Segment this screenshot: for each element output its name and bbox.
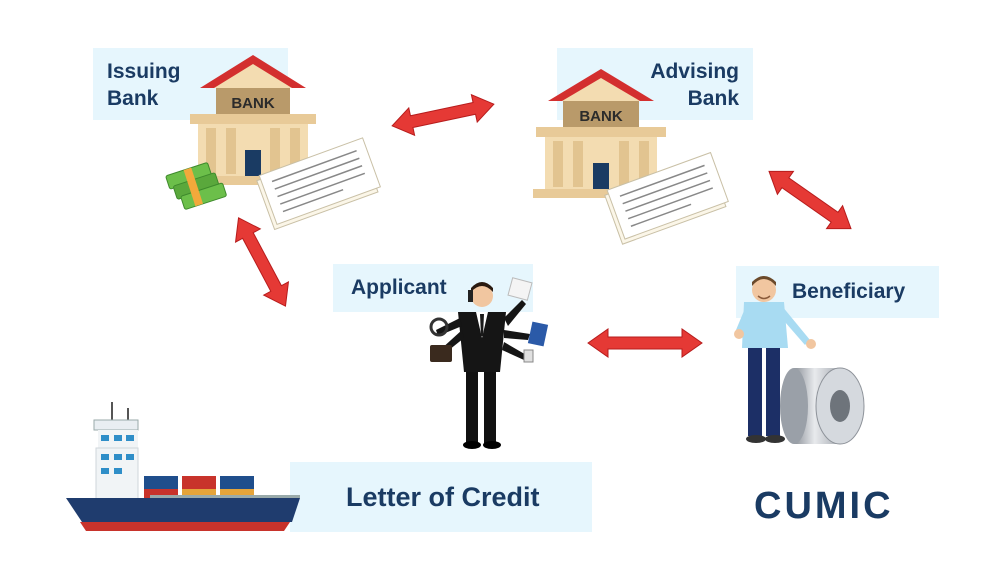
advising-bank-label-line2: Bank xyxy=(687,87,739,110)
advising-bank-icon: BANK xyxy=(533,69,729,245)
arrow-issuing-applicant xyxy=(234,217,290,307)
advising-bank-label-line1: Advising xyxy=(650,60,739,83)
beneficiary-person-icon xyxy=(734,276,816,443)
cumic-logo-text: CUMIC xyxy=(754,485,894,526)
issuing-bank-sign: BANK xyxy=(231,95,274,112)
title-text: Letter of Credit xyxy=(346,482,540,512)
advising-bank-label: Advising Bank xyxy=(557,48,753,120)
issuing-bank-label-line2: Bank xyxy=(107,87,159,110)
arrow-issuing-advising xyxy=(391,93,495,137)
applicant-label: Applicant xyxy=(333,264,533,312)
beneficiary-label-text: Beneficiary xyxy=(792,280,906,303)
issuing-bank-icon: BANK xyxy=(165,55,382,231)
arrow-applicant-beneficiary xyxy=(587,328,703,358)
applicant-businessman-icon xyxy=(429,277,549,449)
issuing-bank-label-line1: Issuing xyxy=(107,60,181,83)
applicant-label-text: Applicant xyxy=(351,276,447,299)
advising-bank-sign: BANK xyxy=(579,108,622,125)
cargo-ship-icon xyxy=(66,402,300,531)
arrow-advising-beneficiary xyxy=(768,170,852,230)
steel-coil-icon xyxy=(780,367,865,445)
cumic-logo: CUMIC xyxy=(754,485,894,526)
title-box: Letter of Credit xyxy=(290,462,592,532)
